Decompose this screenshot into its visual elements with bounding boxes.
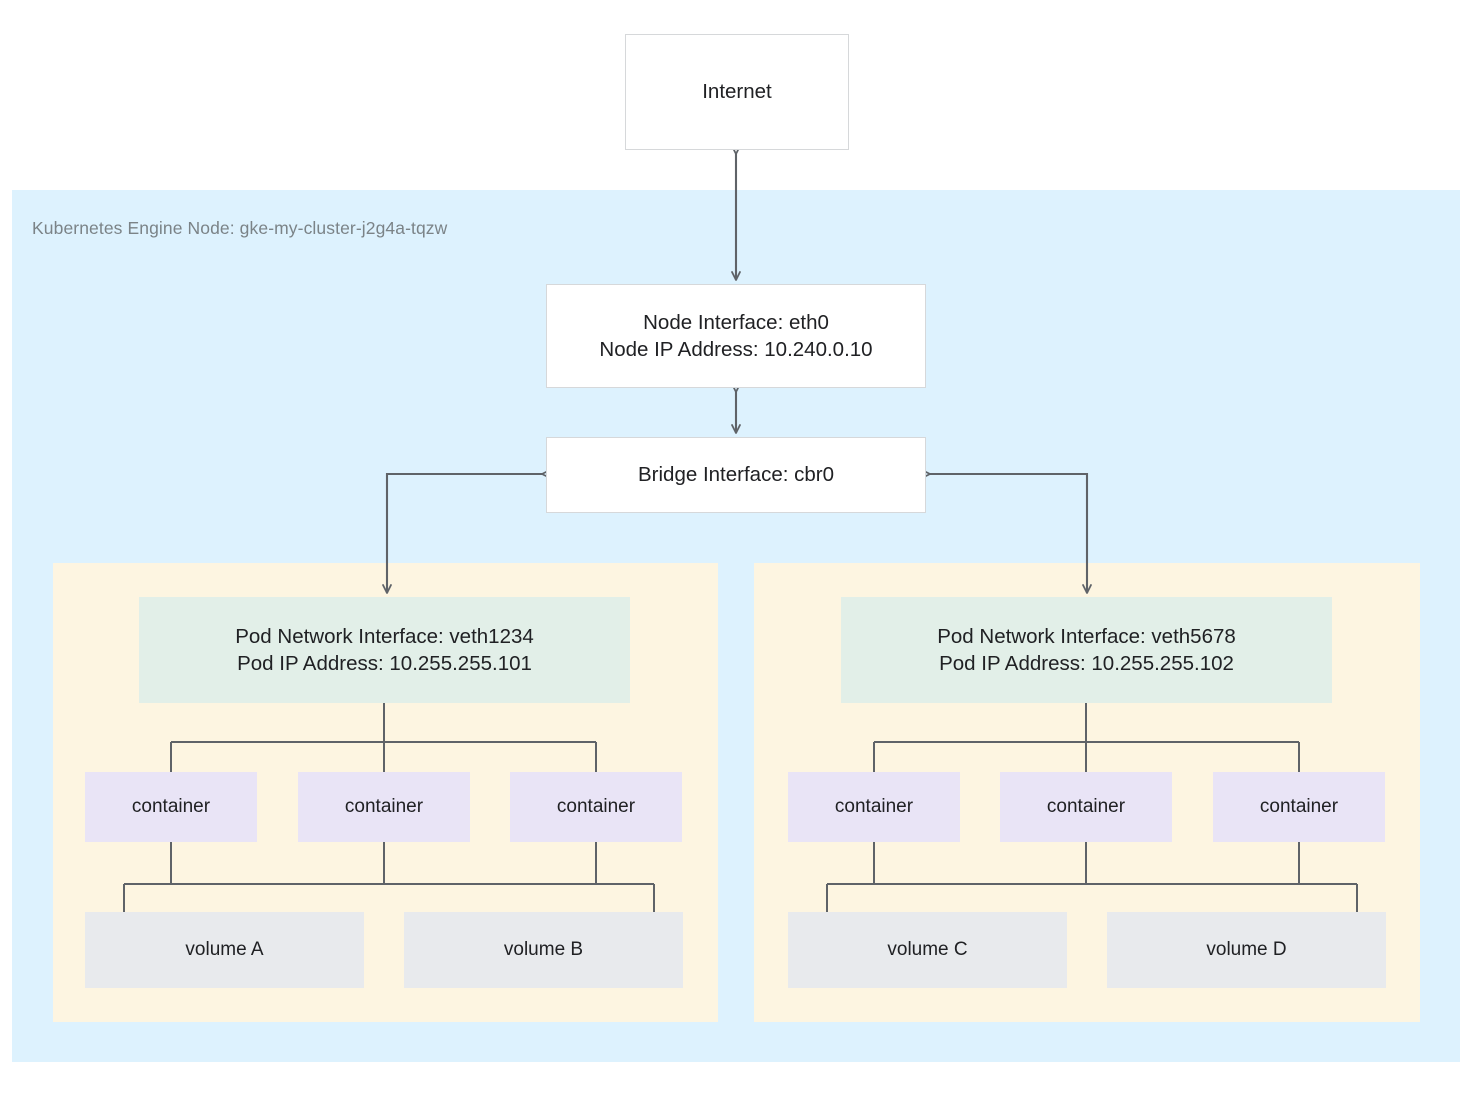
container-box-right-1: container xyxy=(788,772,960,842)
container-label: container xyxy=(344,796,424,818)
volume-box-a: volume A xyxy=(85,912,364,988)
container-label: container xyxy=(1046,796,1126,818)
pod-ip-address-right: Pod IP Address: 10.255.255.102 xyxy=(939,652,1234,675)
pod-network-interface-left: Pod Network Interface: veth1234 Pod IP A… xyxy=(139,597,630,703)
volume-label: volume C xyxy=(887,939,968,961)
container-label: container xyxy=(556,796,636,818)
node-region-label: Kubernetes Engine Node: gke-my-cluster-j… xyxy=(32,218,448,238)
container-label: container xyxy=(131,796,211,818)
container-label: container xyxy=(834,796,914,818)
volume-label: volume D xyxy=(1206,939,1287,961)
container-box-left-3: container xyxy=(510,772,682,842)
pod-interface-name-left: Pod Network Interface: veth1234 xyxy=(235,624,534,648)
volume-label: volume B xyxy=(503,939,584,961)
container-box-right-2: container xyxy=(1000,772,1172,842)
pod-ip-address-left: Pod IP Address: 10.255.255.101 xyxy=(237,652,532,675)
container-box-left-2: container xyxy=(298,772,470,842)
container-box-left-1: container xyxy=(85,772,257,842)
volume-box-b: volume B xyxy=(404,912,683,988)
bridge-interface-label: Bridge Interface: cbr0 xyxy=(638,463,834,487)
volume-box-d: volume D xyxy=(1107,912,1386,988)
node-ip-address: Node IP Address: 10.240.0.10 xyxy=(599,338,873,361)
pod-interface-name-right: Pod Network Interface: veth5678 xyxy=(937,624,1236,648)
internet-box: Internet xyxy=(625,34,849,150)
container-box-right-3: container xyxy=(1213,772,1385,842)
volume-box-c: volume C xyxy=(788,912,1067,988)
pod-network-interface-right: Pod Network Interface: veth5678 Pod IP A… xyxy=(841,597,1332,703)
volume-label: volume A xyxy=(185,939,264,961)
container-label: container xyxy=(1259,796,1339,818)
node-interface-name: Node Interface: eth0 xyxy=(643,310,829,334)
bridge-interface-box: Bridge Interface: cbr0 xyxy=(546,437,926,513)
internet-label: Internet xyxy=(702,80,772,104)
node-interface-box: Node Interface: eth0 Node IP Address: 10… xyxy=(546,284,926,388)
